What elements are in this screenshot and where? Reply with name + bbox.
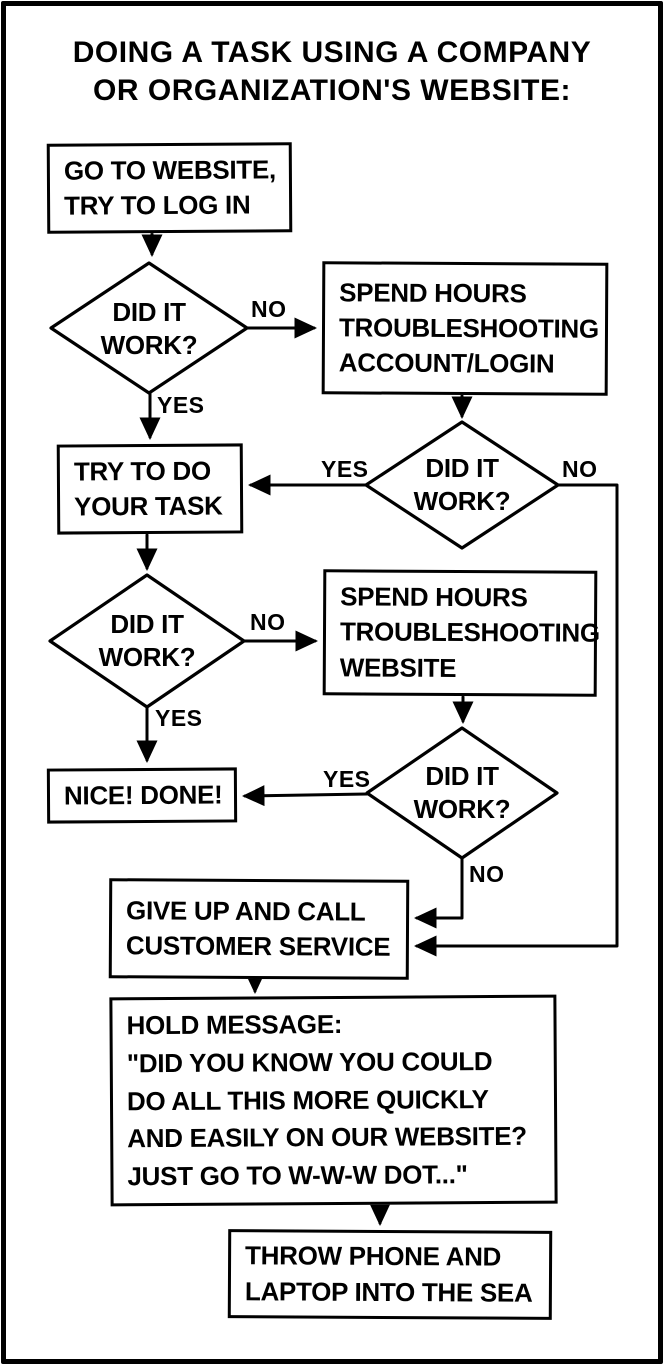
node-try-task: TRY TO DO YOUR TASK — [56, 443, 244, 535]
decision-diamond-4 — [365, 726, 559, 860]
node-troubleshoot-website: SPEND HOURS TROUBLESHOOTING WEBSITE — [322, 569, 600, 697]
flowchart-title: DOING A TASK USING A COMPANY OR ORGANIZA… — [72, 36, 592, 107]
edge-label-d2-yes: YES — [321, 456, 369, 482]
node-troubleshoot-login: SPEND HOURS TROUBLESHOOTING ACCOUNT/LOGI… — [321, 261, 609, 396]
edge-label-d4-yes: YES — [323, 766, 371, 792]
node-did-it-work-3: DID IT WORK? — [98, 609, 196, 673]
edge-label-d3-no: NO — [250, 609, 286, 635]
decision-diamond-1 — [49, 261, 249, 395]
node-nice-done: NICE! DONE! — [46, 767, 238, 824]
edge-d2-no — [414, 483, 619, 957]
node-throw-sea: THROW PHONE AND LAPTOP INTO THE SEA — [227, 1229, 553, 1320]
edge-label-d4-no: NO — [469, 861, 505, 887]
edge-label-d3-yes: YES — [155, 705, 203, 731]
node-did-it-work-4: DID IT WORK? — [413, 761, 511, 825]
decision-diamond-3 — [48, 573, 246, 709]
decision-diamond-2 — [364, 420, 560, 550]
edge-d4-yes — [242, 785, 369, 807]
node-did-it-work-1: DID IT WORK? — [100, 297, 198, 361]
node-hold-message: HOLD MESSAGE: "DID YOU KNOW YOU COULD DO… — [109, 994, 558, 1207]
edge-label-d1-yes: YES — [157, 392, 205, 418]
edge-label-d1-no: NO — [251, 296, 287, 322]
node-give-up: GIVE UP AND CALL CUSTOMER SERVICE — [108, 878, 410, 980]
node-did-it-work-2: DID IT WORK? — [413, 453, 511, 517]
node-go-to-website: GO TO WEBSITE, TRY TO LOG IN — [46, 142, 293, 234]
edge-d4-no — [414, 856, 464, 929]
edge-label-d2-no: NO — [562, 456, 598, 482]
